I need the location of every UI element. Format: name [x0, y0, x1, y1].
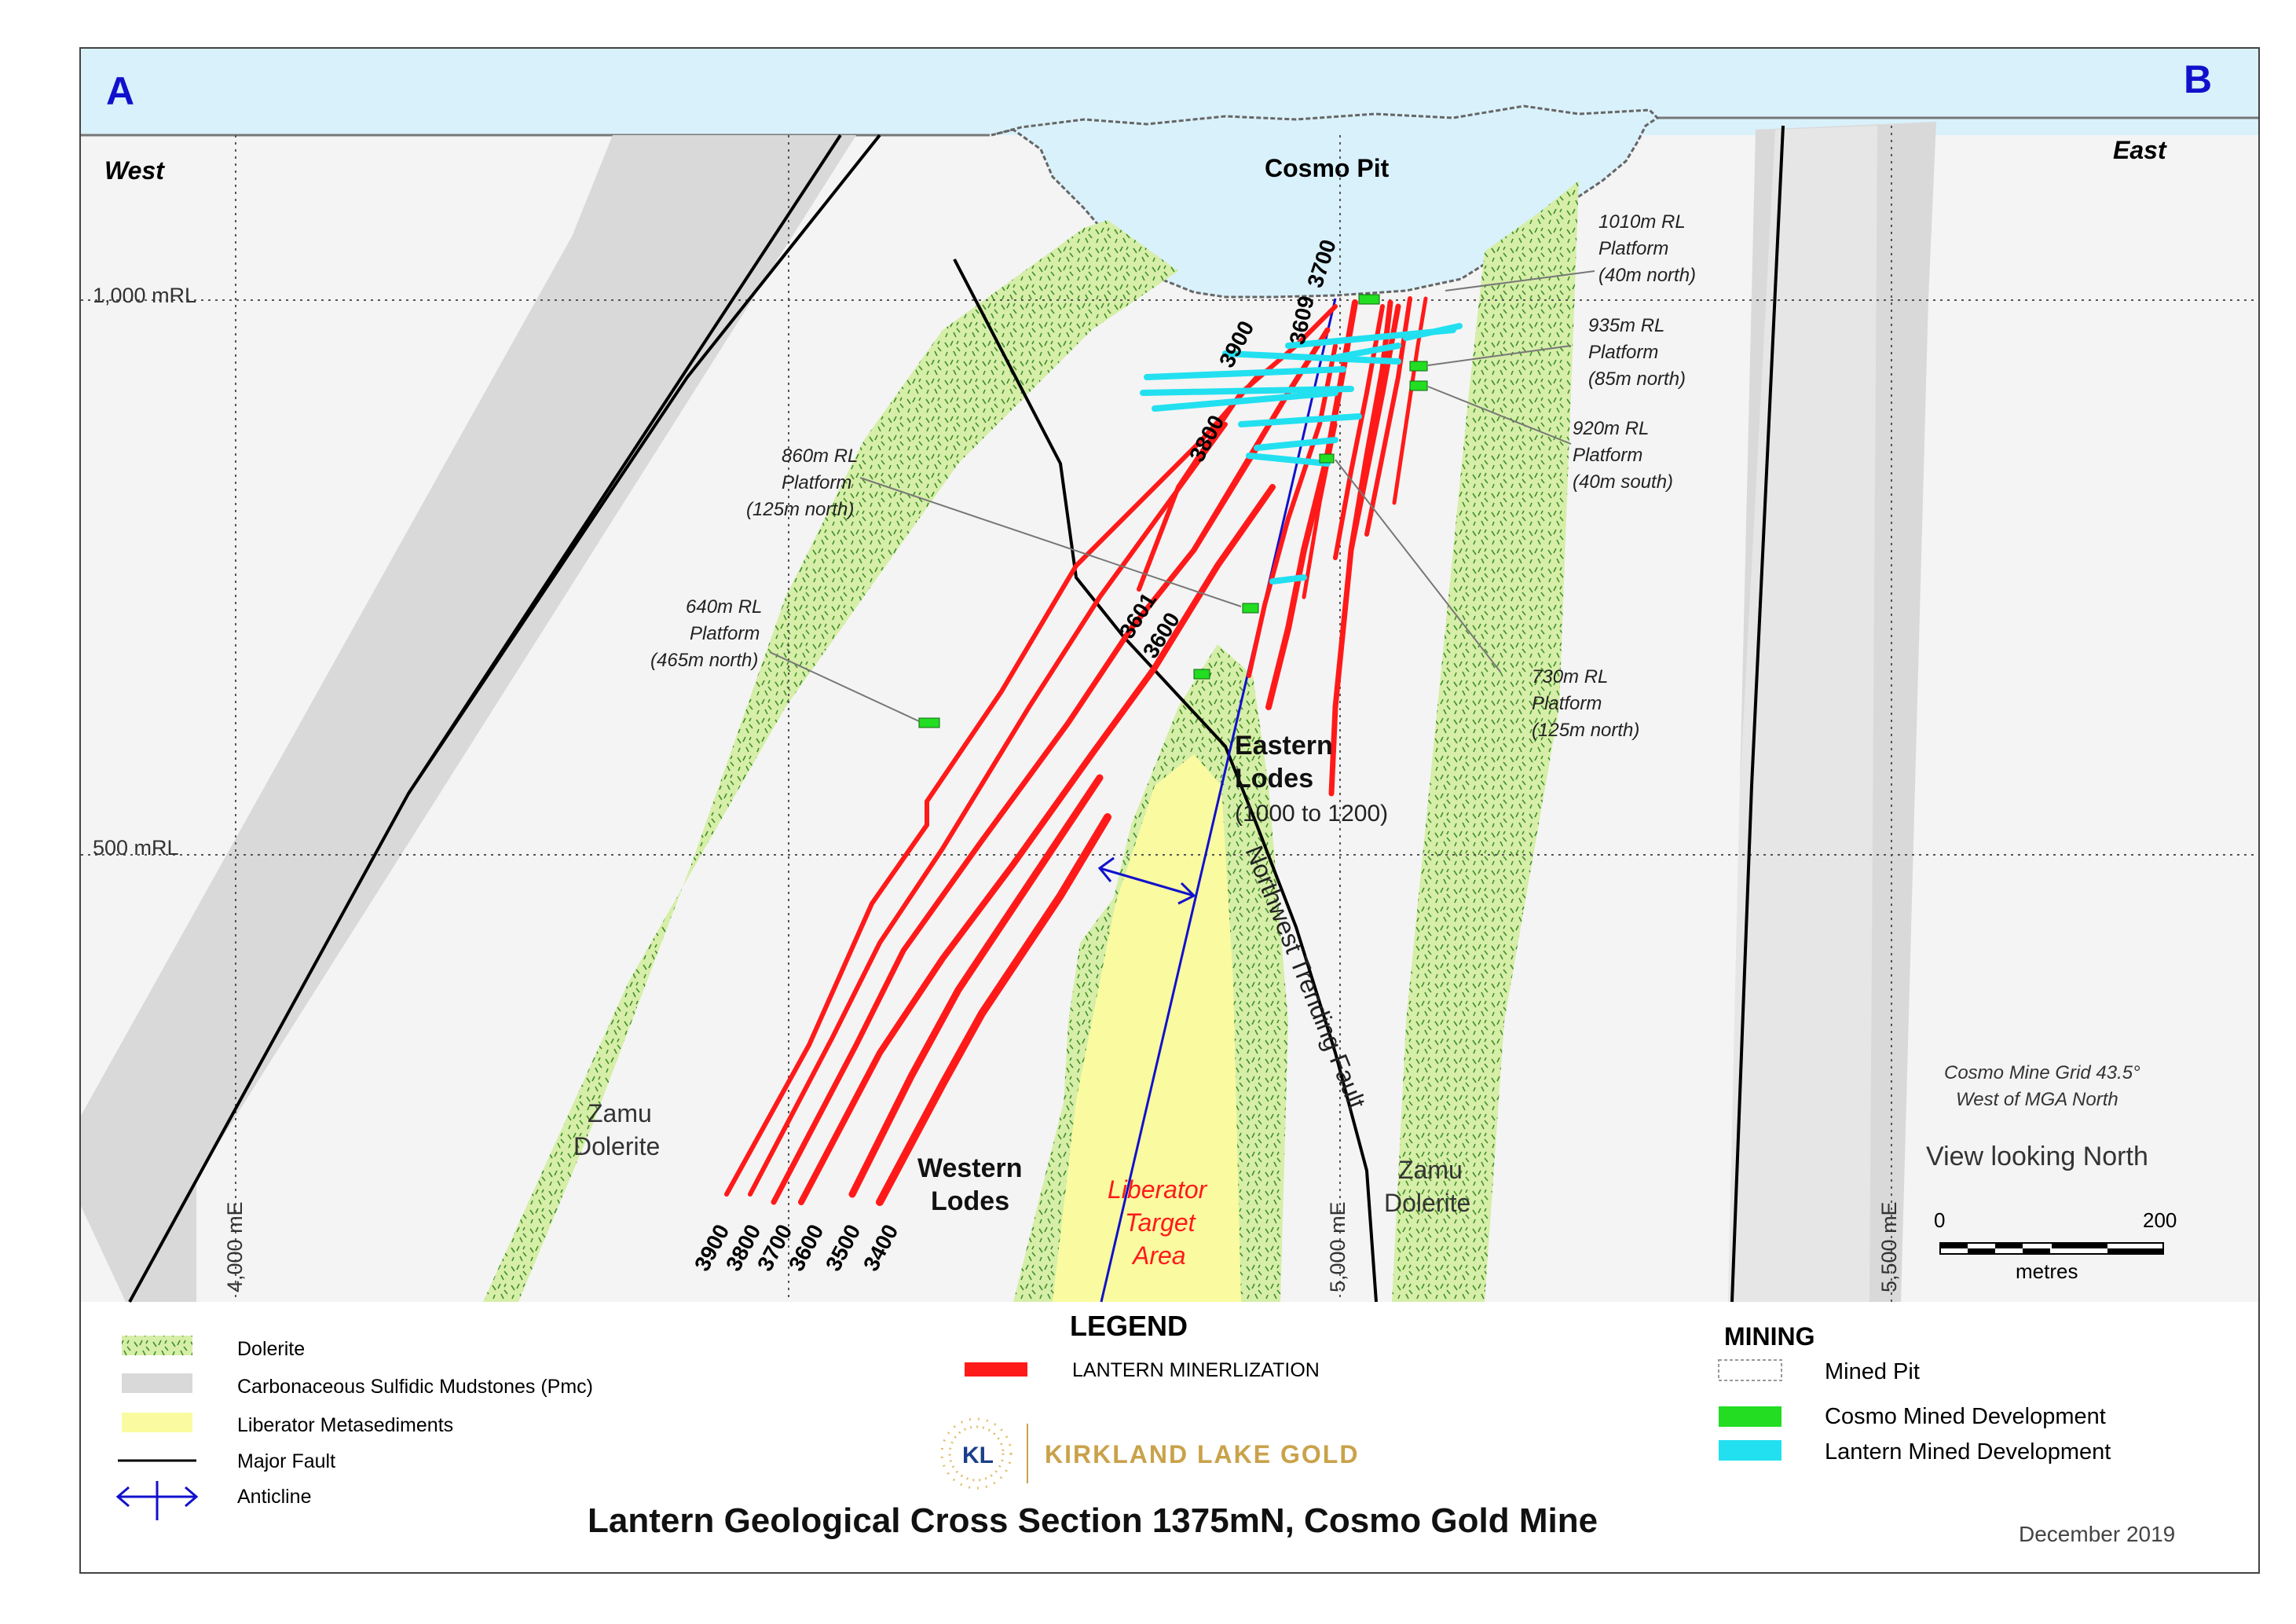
elevation-500: 500 mRL [93, 836, 179, 860]
mineralization-swatch [965, 1362, 1027, 1377]
legend-mineralization: LANTERN MINERLIZATION [1072, 1359, 1320, 1381]
easting-5000: 5,000 mE [1326, 1201, 1349, 1292]
dolerite-swatch [122, 1336, 192, 1355]
metasediment-swatch [122, 1413, 192, 1432]
dolerite-band-west [483, 220, 1178, 1302]
grid-lines [81, 126, 2258, 1302]
anticline-symbol [1097, 856, 1196, 905]
platform-leaders [769, 270, 1595, 722]
scale-end: 200 [2143, 1208, 2177, 1232]
elevation-1000: 1,000 mRL [93, 284, 196, 307]
grid-note: Cosmo Mine Grid 43.5° West of MGA North [1944, 1062, 2145, 1110]
easting-5500: 5,500 mE [1877, 1201, 1901, 1292]
legend-major-fault: Major Fault [237, 1450, 335, 1472]
lantern-dev-swatch [1719, 1440, 1782, 1461]
northwest-trending-fault [953, 258, 1378, 1303]
scale-start: 0 [1934, 1208, 1945, 1232]
section-label-a: A [106, 69, 134, 113]
liberator-metasediments [1053, 754, 1241, 1302]
zamu-dolerite-right-label: Zamu Dolerite [1384, 1156, 1470, 1217]
legend-mudstone: Carbonaceous Sulfidic Mudstones (Pmc) [237, 1376, 593, 1398]
main-title: Lantern Geological Cross Section 1375mN,… [588, 1501, 1598, 1540]
platform-920-label: 920m RL Platform (40m south) [1573, 418, 1673, 493]
mudstone-swatch [122, 1373, 192, 1393]
logo-name: KIRKLAND LAKE GOLD [1045, 1440, 1359, 1468]
mined-pit-swatch [1718, 1359, 1782, 1381]
direction-east: East [2113, 136, 2167, 164]
platform-640-label: 640m RL Platform (465m north) [650, 596, 767, 671]
anticline-swatch [115, 1481, 199, 1520]
mining-lantern-dev: Lantern Mined Development [1825, 1439, 2111, 1465]
platform-730-label: 730m RL Platform (125m north) [1532, 666, 1639, 741]
platform-935-label: 935m RL Platform (85m north) [1588, 315, 1686, 390]
platform-1010-label: 1010m RL Platform (40m north) [1598, 211, 1696, 286]
date-label: December 2019 [2019, 1522, 2175, 1546]
eastern-lodes-range: (1000 to 1200) [1235, 801, 1388, 827]
scale-bar [1939, 1242, 2164, 1255]
legend-swatches [115, 1336, 1782, 1520]
platform-860-label: 860m RL Platform (125m north) [746, 445, 863, 520]
cosmo-dev-swatch [1719, 1406, 1782, 1427]
western-lodes [724, 304, 1338, 1206]
legend-title: LEGEND [1070, 1310, 1188, 1342]
sky-band [81, 49, 2258, 135]
anticline-axis [1100, 298, 1337, 1303]
platform-labels: 1010m RL Platform (40m north) 935m RL Pl… [650, 211, 1696, 741]
legend-anticline: Anticline [237, 1486, 312, 1508]
kirkland-logo-mark [940, 1417, 1028, 1490]
scale-unit: metres [2016, 1259, 2078, 1283]
dolerite-band-east [1392, 181, 1579, 1302]
mining-mined-pit: Mined Pit [1825, 1359, 1920, 1384]
legend-metasediments: Liberator Metasediments [237, 1414, 453, 1436]
mining-cosmo-dev: Cosmo Mined Development [1825, 1404, 2106, 1429]
legend-dolerite: Dolerite [237, 1338, 305, 1360]
western-lodes-label: Western Lodes [917, 1153, 1030, 1216]
cosmo-mined-development [918, 294, 1428, 728]
direction-west: West [104, 156, 165, 185]
section-label-b: B [2184, 57, 2212, 101]
major-faults [128, 125, 1785, 1303]
mining-title: MINING [1724, 1322, 1815, 1351]
view-label: View looking North [1926, 1142, 2148, 1171]
logo-initials: KL [962, 1443, 994, 1468]
easting-4000: 4,000 mE [223, 1201, 247, 1292]
pit-label: Cosmo Pit [1265, 154, 1390, 182]
lantern-mined-development [1140, 323, 1463, 585]
zamu-dolerite-left-label: Zamu Dolerite [573, 1099, 660, 1160]
eastern-lodes-label: Eastern Lodes [1235, 731, 1340, 794]
liberator-target-label: Liberator Target Area [1108, 1175, 1214, 1270]
